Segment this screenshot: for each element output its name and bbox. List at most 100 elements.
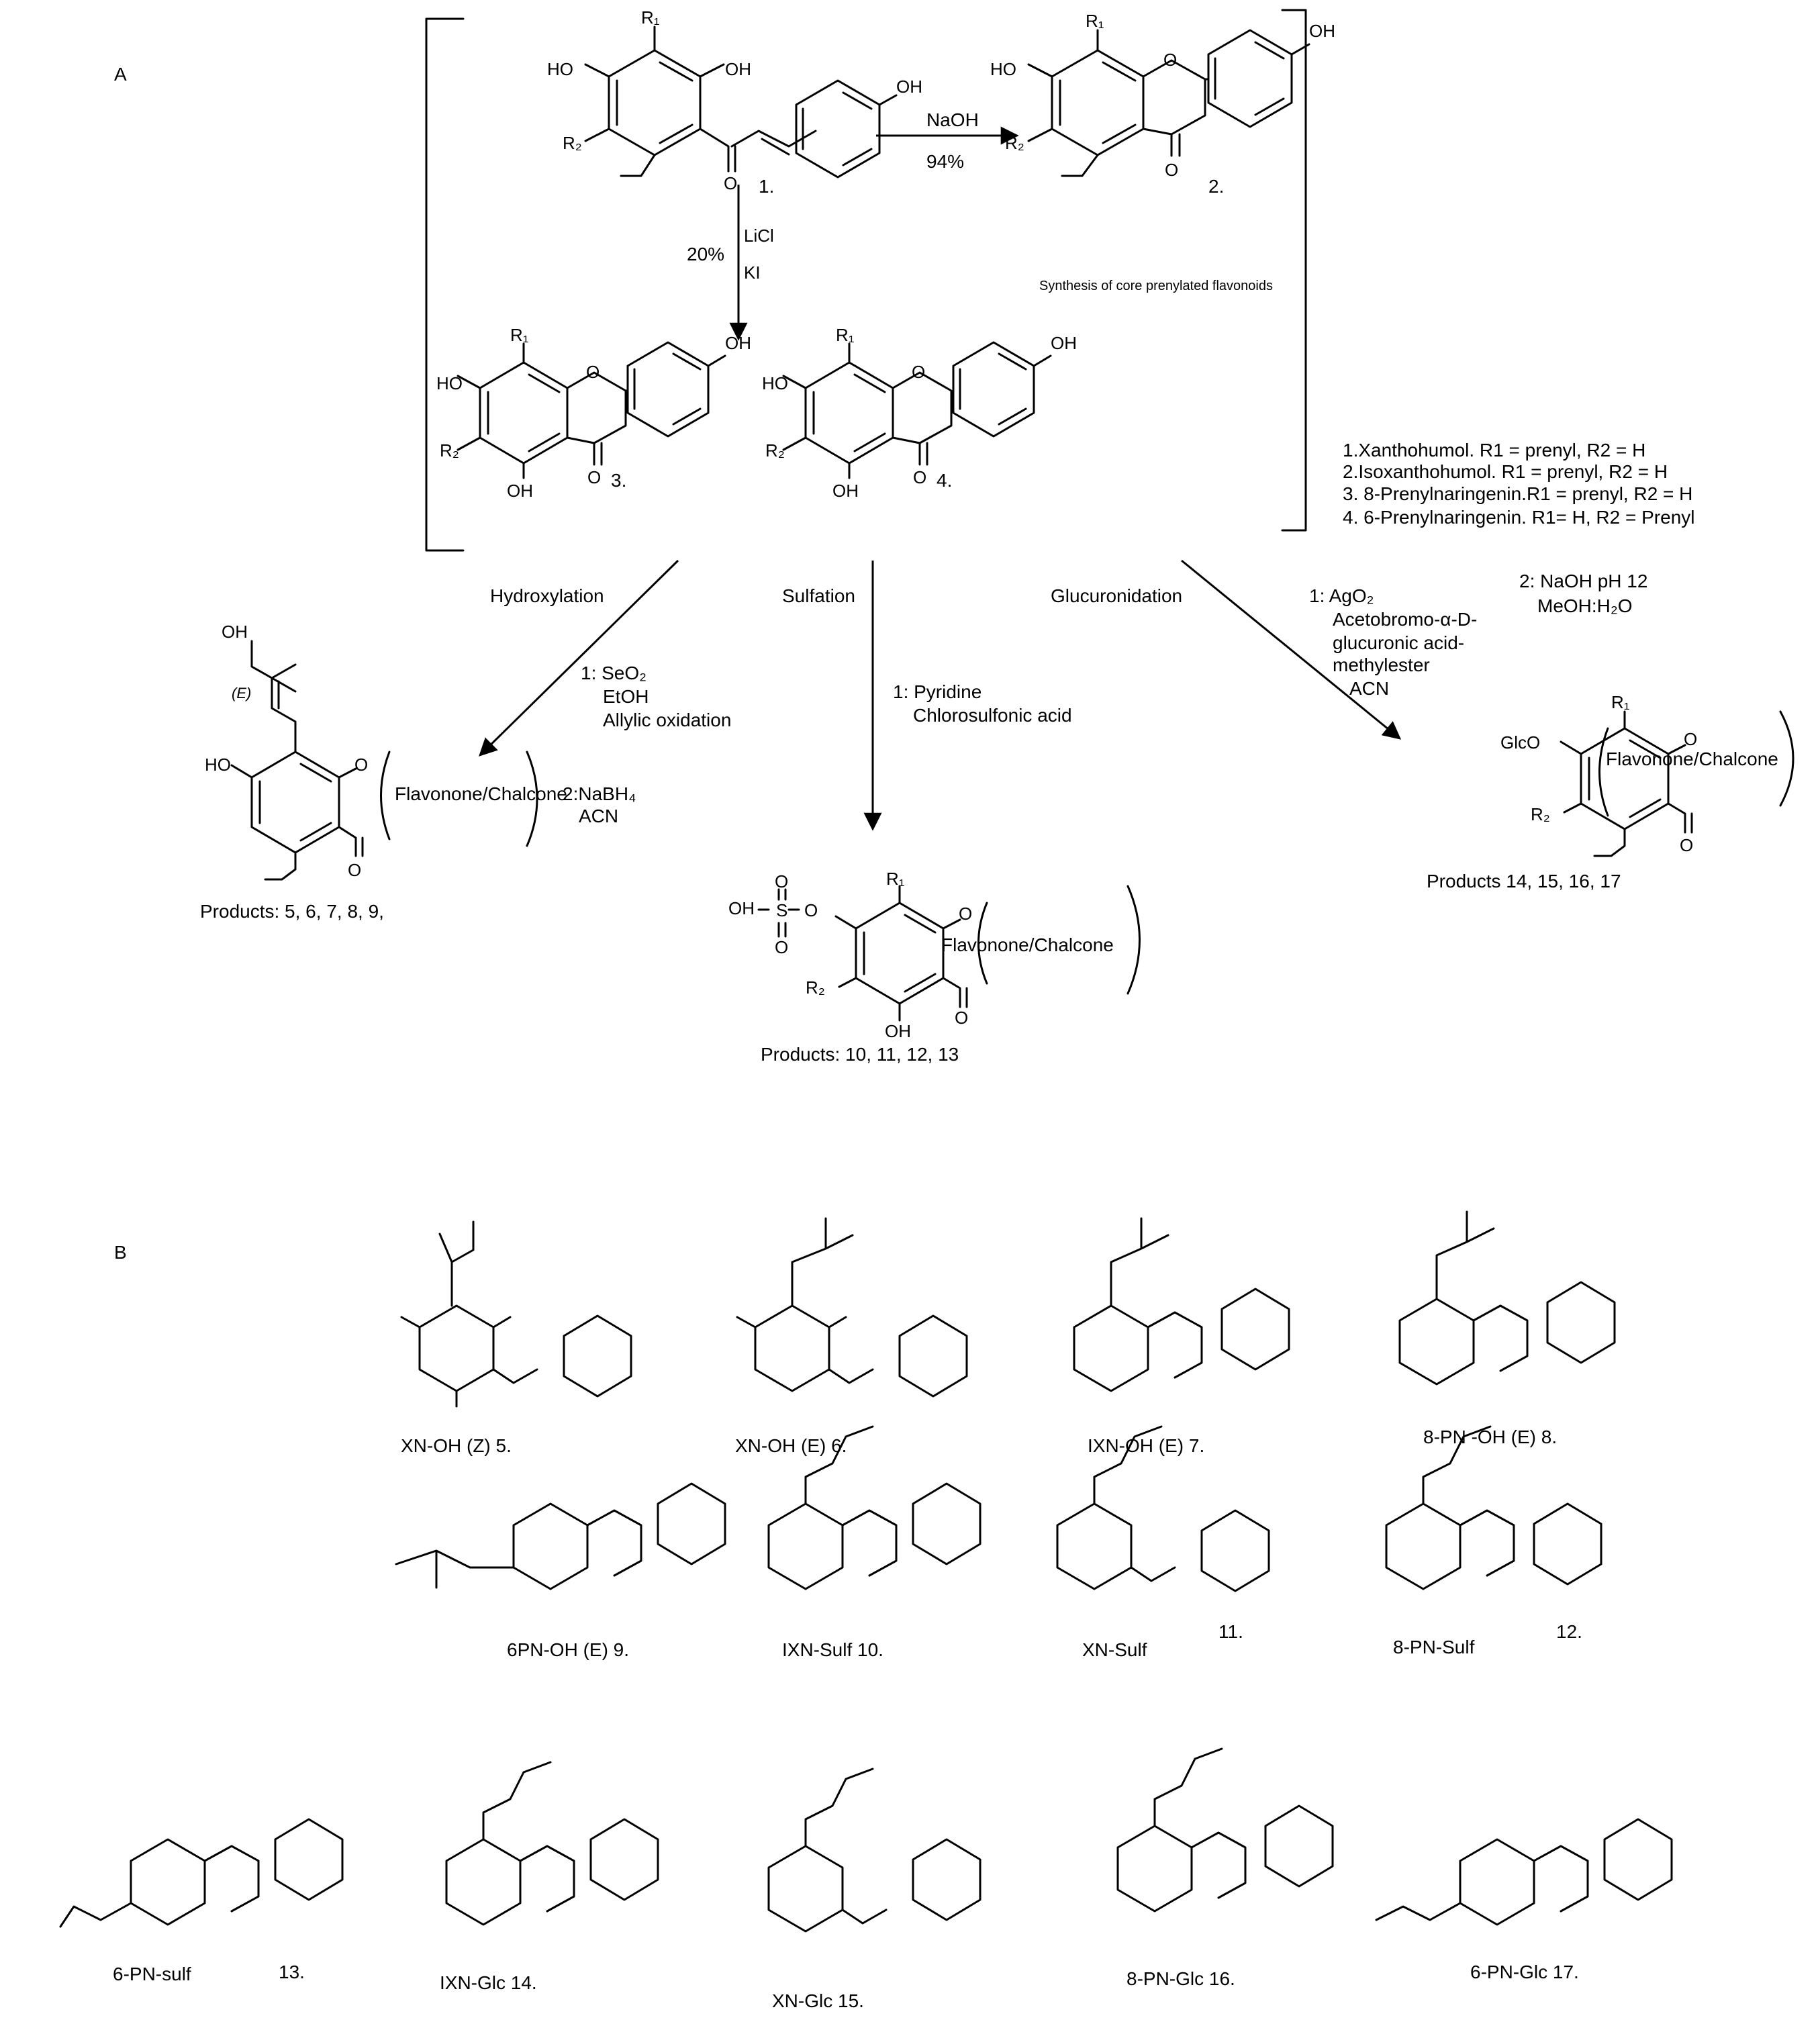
atom-o: O [354,755,368,775]
product-11-number: 11. [1218,1621,1243,1642]
atom-r1: R₁ [641,7,660,28]
product-8-label: 8-PN -OH (E) 8. [1423,1427,1557,1447]
scaffold-paren-right [1127,885,1141,995]
atom-o: O [587,467,601,487]
structure-compound-4 [782,341,1052,479]
legend-line-2: 2.Isoxanthohumol. R1 = prenyl, R2 = H [1343,461,1668,482]
atom-o: O [348,860,361,880]
compound-3-label: 3. [611,470,626,491]
structure-compound-2 [1027,29,1310,177]
atom-oh: OH [507,481,533,501]
atom-oh: OH [896,77,922,97]
arrow-glucuronidation [1181,559,1402,740]
atom-o: O [1165,160,1178,180]
yield-20: 20% [687,244,724,264]
scaffold-paren-left [1598,727,1609,817]
left-bracket [425,17,465,552]
yield-94: 94% [926,151,964,172]
gluc-step1-donor-2: glucuronic acid- [1333,632,1464,653]
legend-line-4: 4. 6-Prenylnaringenin. R1= H, R2 = Preny… [1343,507,1695,528]
atom-o: O [1680,835,1693,855]
compound-4-label: 4. [937,470,952,491]
atom-ho: HO [547,59,573,79]
atom-o: O [1163,50,1177,70]
atom-o: O [775,937,788,957]
compound-1-label: 1. [759,176,774,197]
product-13-number: 13. [279,1962,305,1982]
atom-o: O [913,467,926,487]
atom-r2: R₂ [440,440,459,461]
sulfation-scaffold: Flavonone/Chalcone [941,934,1114,955]
compound-2-label: 2. [1208,176,1224,197]
atom-oh: OH [832,481,859,501]
reagent-licl: LiCl [744,226,774,246]
atom-oh: OH [222,622,248,642]
stereo-e: (E) [232,685,251,702]
atom-r2: R₂ [806,977,825,998]
scaffold-paren-left [977,902,988,985]
product-14-label: IXN-Glc 14. [440,1972,537,1993]
product-5-label: XN-OH (Z) 5. [401,1435,512,1456]
legend-line-3: 3. 8-Prenylnaringenin.R1 = prenyl, R2 = … [1343,483,1692,504]
hydroxylation-step1-solvent: EtOH [603,686,649,707]
hydroxylation-step1-reagent: 1: SeO₂ [581,663,646,683]
gluc-step1-donor-1: Acetobromo-α-D- [1333,609,1477,630]
atom-oh: OH [885,1021,911,1041]
atom-o: O [804,900,818,920]
glucuronidation-title: Glucuronidation [1051,585,1182,606]
sulfation-products: Products: 10, 11, 12, 13 [761,1044,959,1065]
product-15-label: XN-Glc 15. [772,1990,864,2011]
atom-glco: GlcO [1500,732,1540,753]
atom-ho: HO [205,755,231,775]
sulfation-title: Sulfation [782,585,855,606]
gluc-step1-donor-3: methylester [1333,655,1430,675]
atom-r2: R₂ [563,133,582,153]
atom-r2: R₂ [1531,804,1550,824]
atom-o: O [912,362,925,382]
atom-o: O [955,1008,968,1028]
structure-sulfation-product [757,885,968,1022]
hydroxylation-step1-note: Allylic oxidation [603,710,731,730]
product-17-label: 6-PN-Glc 17. [1470,1962,1579,1982]
gluc-step1-reagent: 1: AgO₂ [1309,585,1374,606]
atom-o: O [959,904,972,924]
product-6-label: XN-OH (E) 6. [735,1435,847,1456]
atom-r1: R₁ [836,325,855,345]
product-13-name: 6-PN-sulf [113,1964,191,1984]
panel-a-label: A [114,64,127,85]
structure-glucuronidation-product [1560,710,1693,857]
scaffold-paren-right [1779,710,1794,807]
structure-compound-3 [457,341,726,479]
sulfation-step1-reagent: 1: Pyridine [893,681,981,702]
atom-oh: OH [725,333,751,353]
structures-panel-b [59,1210,1673,1933]
arrow-hydroxylation [479,559,679,757]
atom-ho: HO [436,373,463,393]
bracket-title: Synthesis of core prenylated flavonoids [1039,279,1273,293]
legend-line-1: 1.Xanthohumol. R1 = prenyl, R2 = H [1343,440,1645,461]
hydroxylation-step2-reagent: 2:NaBH₄ [563,783,636,804]
atom-o: O [724,173,737,193]
scaffold-paren-right [526,751,538,847]
scaffold-paren-left [380,751,391,840]
atom-r2: R₂ [765,440,785,461]
atom-o: O [775,871,788,891]
product-9-label: 6PN-OH (E) 9. [507,1639,629,1660]
right-bracket [1281,9,1307,532]
atom-ho: HO [762,373,788,393]
atom-r1: R₁ [1611,692,1630,712]
panel-b-label: B [114,1242,127,1263]
hydroxylation-step2-solvent: ACN [579,806,618,826]
atom-r1: R₁ [1086,11,1104,31]
atom-o: O [586,362,600,382]
atom-r1: R₁ [886,869,905,889]
product-12-name: 8-PN-Sulf [1393,1637,1475,1657]
hydroxylation-scaffold: Flavonone/Chalcone [395,783,567,804]
atom-oh: OH [728,898,755,918]
sulfation-step1-acid: Chlorosulfonic acid [913,705,1072,726]
product-12-number: 12. [1556,1621,1582,1642]
product-16-label: 8-PN-Glc 16. [1127,1968,1235,1989]
glucuronidation-products: Products 14, 15, 16, 17 [1427,871,1621,891]
gluc-step2-reagent: 2: NaOH pH 12 [1519,571,1647,591]
glucuronidation-scaffold: Flavonone/Chalcone [1606,749,1778,769]
